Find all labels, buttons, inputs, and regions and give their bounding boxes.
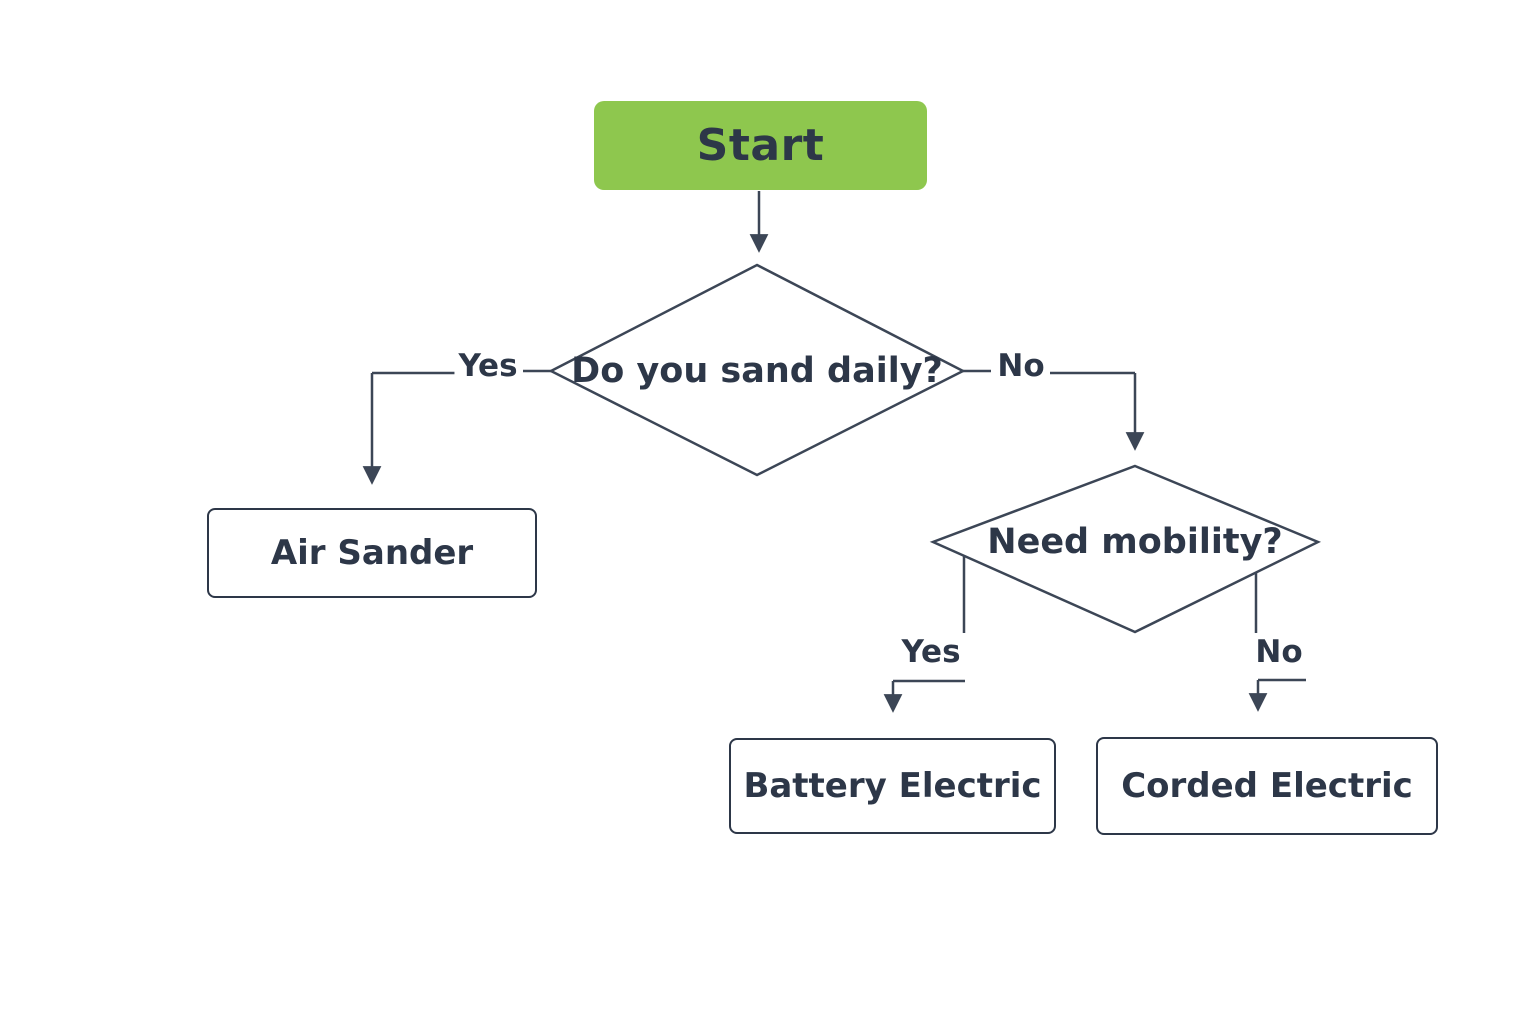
node-battery-electric: Battery Electric bbox=[729, 738, 1056, 834]
decision2-diamond bbox=[929, 464, 1322, 634]
decision1-diamond bbox=[548, 263, 966, 477]
edge-label-sand-daily-yes: Yes bbox=[454, 348, 522, 384]
node-decision-need-mobility-label: Need mobility? bbox=[987, 522, 1283, 562]
node-corded-electric: Corded Electric bbox=[1096, 737, 1438, 835]
node-battery-electric-label: Battery Electric bbox=[743, 766, 1042, 806]
node-start: Start bbox=[594, 101, 927, 190]
node-air-sander: Air Sander bbox=[207, 508, 537, 598]
edge-label-sand-daily-no: No bbox=[993, 348, 1049, 384]
edge-label-need-mobility-yes: Yes bbox=[897, 634, 965, 670]
node-air-sander-label: Air Sander bbox=[270, 533, 474, 573]
node-start-label: Start bbox=[696, 120, 825, 171]
node-corded-electric-label: Corded Electric bbox=[1121, 766, 1413, 806]
node-decision-sand-daily-label: Do you sand daily? bbox=[571, 351, 943, 391]
edge-label-need-mobility-no: No bbox=[1251, 634, 1307, 670]
